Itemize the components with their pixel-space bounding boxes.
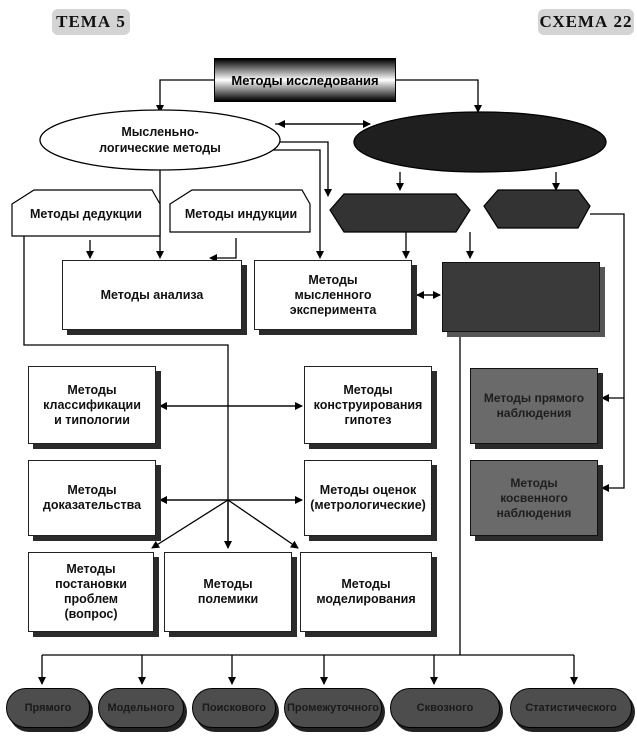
hex-deduction-shape <box>11 189 161 237</box>
ellipse-left-shape <box>39 109 281 171</box>
ellipse-right-label <box>380 126 580 158</box>
pill-through: Сквозного <box>390 688 500 728</box>
box-estimates: Методы оценок (метрологические) <box>304 460 432 536</box>
hex-dark-left-shape <box>329 193 471 233</box>
box-dark-right <box>442 262 600 332</box>
header-topic-badge: ТЕМА 5 <box>52 9 130 35</box>
box-problems: Методы постановки проблем (вопрос) <box>28 552 154 632</box>
header-scheme-badge: СХЕМА 22 <box>538 9 634 35</box>
ellipse-right-shape <box>353 111 607 173</box>
box-direct-observation: Методы прямого наблюдения <box>470 368 598 444</box>
top-methods-label: Методы исследования <box>231 72 379 88</box>
box-proof: Методы доказательства <box>28 460 156 536</box>
hex-induction-label: Методы индукции <box>184 207 298 221</box>
ellipse-left-label: Мысленьно- логические методы <box>99 125 221 155</box>
box-experiment: Методы мысленного эксперимента <box>254 260 412 330</box>
hex-induction-shape <box>169 189 311 233</box>
pill-intermediate: Промежуточного <box>284 688 382 728</box>
pill-statistical: Статистического <box>510 688 632 728</box>
pill-direct: Прямого <box>6 688 90 728</box>
top-methods-box: Методы исследования <box>214 58 396 102</box>
hex-dark-left-label <box>340 200 458 228</box>
pill-model: Модельного <box>98 688 184 728</box>
box-hypotheses: Методы конструирования гипотез <box>304 366 432 444</box>
hex-dark-right-label <box>492 196 584 224</box>
box-modeling: Методы моделирования <box>300 552 432 632</box>
hex-deduction-label: Методы дедукции <box>30 207 142 221</box>
box-classification: Методы классификации и типологии <box>28 366 156 444</box>
hex-dark-right-shape <box>483 189 591 229</box>
box-indirect-observation: Методы косвенного наблюдения <box>470 460 598 536</box>
box-analysis: Методы анализа <box>62 260 242 330</box>
box-polemics: Методы полемики <box>164 552 292 632</box>
pill-search: Поискового <box>192 688 276 728</box>
